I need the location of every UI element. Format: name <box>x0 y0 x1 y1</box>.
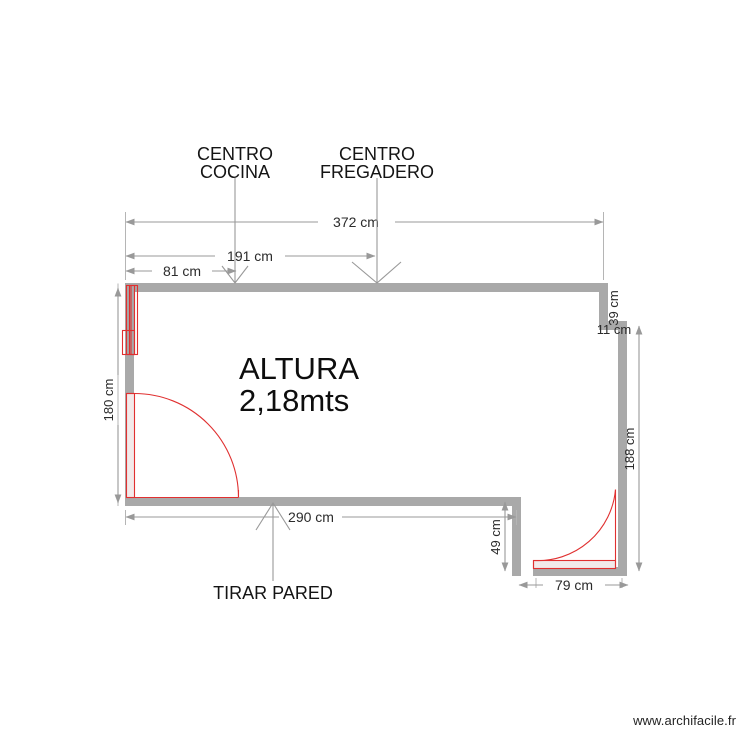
altura-label: ALTURA <box>239 351 359 386</box>
dim-right-39: 39 cm <box>606 290 621 325</box>
centro-fregadero-label-line2: FREGADERO <box>320 162 434 182</box>
dim-top-81-label: 81 cm <box>163 263 201 279</box>
dim-bottom-79-label: 79 cm <box>555 577 593 593</box>
altura-value: 2,18mts <box>239 383 349 418</box>
wall-bottom-right <box>533 567 627 576</box>
dim-top-191: 191 cm <box>125 248 376 264</box>
dim-left-180: 180 cm <box>101 287 122 504</box>
annotation-centro-cocina[interactable]: CENTRO COCINA <box>197 144 273 284</box>
dim-top-81: 81 cm <box>125 263 237 279</box>
wall-group <box>125 283 627 576</box>
annotation-centro-fregadero[interactable]: CENTRO FREGADERO <box>320 144 434 284</box>
wall-jog-horizontal <box>599 321 627 330</box>
watermark: www.archifacile.fr <box>633 713 736 728</box>
dim-bottom-290: 290 cm <box>125 509 517 525</box>
door-left[interactable] <box>125 392 240 499</box>
wall-top <box>125 283 608 292</box>
dim-right-39-label: 39 cm <box>606 290 621 325</box>
wall-bottom <box>125 497 521 506</box>
wall-right-upper <box>599 283 608 330</box>
dim-bottom-49: 49 cm <box>488 501 509 572</box>
dim-bottom-290-label: 290 cm <box>288 509 334 525</box>
window-left-wall[interactable] <box>121 284 139 356</box>
altura-note: ALTURA 2,18mts <box>239 351 359 418</box>
centro-fregadero-label-line1: CENTRO <box>339 144 415 164</box>
dim-top-total-label: 372 cm <box>333 214 379 230</box>
dim-left-180-label: 180 cm <box>101 379 116 422</box>
dim-bottom-79: 79 cm <box>518 577 629 593</box>
dim-right-11: 11 cm <box>597 322 631 337</box>
centro-cocina-label-line1: CENTRO <box>197 144 273 164</box>
dim-top-191-label: 191 cm <box>227 248 273 264</box>
tirar-pared-label: TIRAR PARED <box>213 583 333 603</box>
wall-bottom-jog <box>512 497 521 576</box>
centro-cocina-label-line2: COCINA <box>200 162 270 182</box>
dim-right-188-label: 188 cm <box>622 428 637 471</box>
dim-bottom-49-label: 49 cm <box>488 519 503 554</box>
dim-right-188: 188 cm <box>622 325 643 572</box>
dim-top-total: 372 cm <box>125 214 604 230</box>
door-bottom-right[interactable] <box>532 489 617 570</box>
dim-right-11-label: 11 cm <box>597 322 631 337</box>
wall-right <box>618 321 627 576</box>
annotation-tirar-pared[interactable]: TIRAR PARED <box>213 501 333 603</box>
